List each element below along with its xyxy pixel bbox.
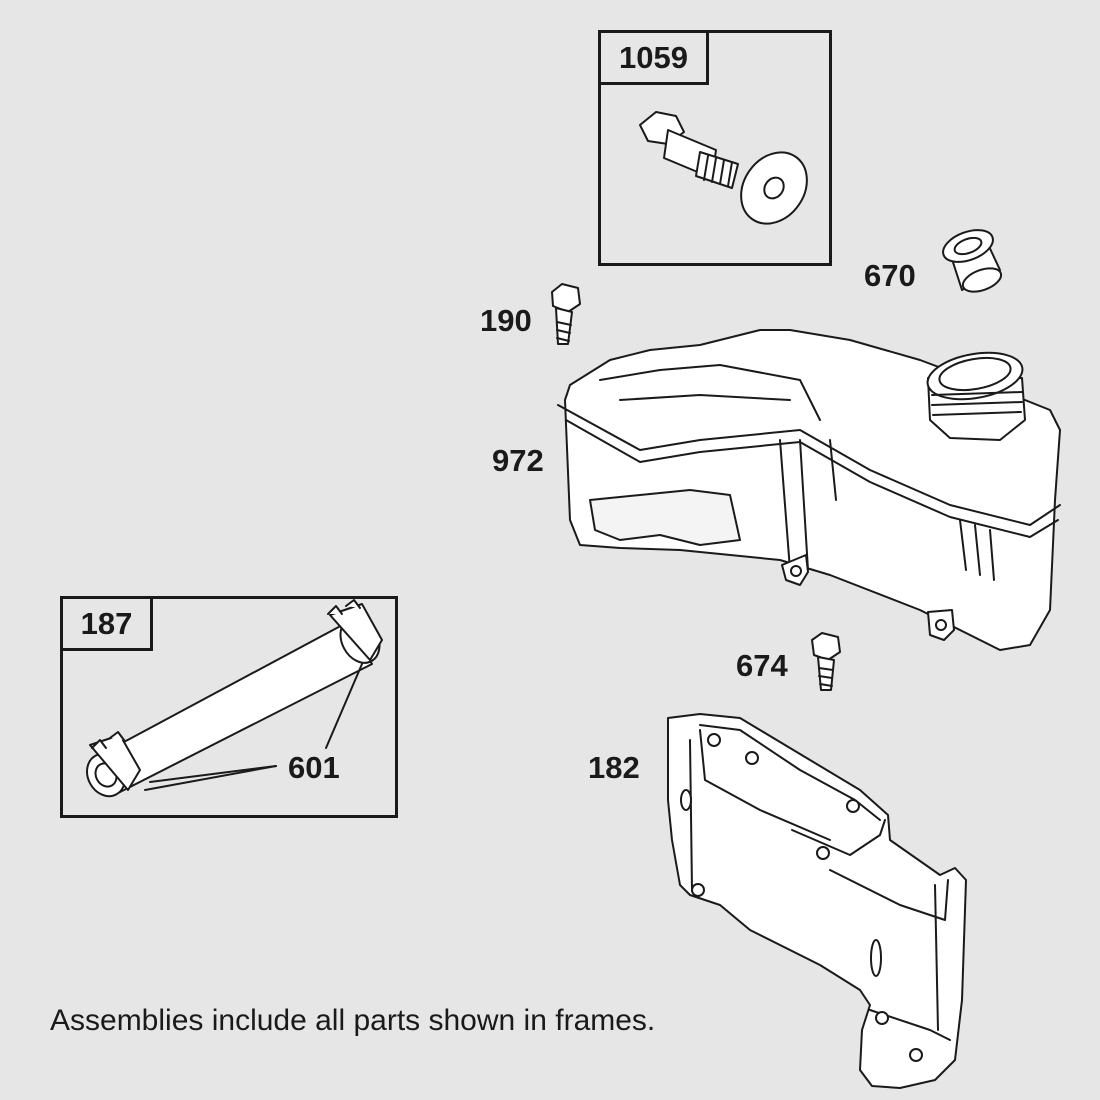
bolt-674 bbox=[811, 632, 841, 691]
washer-1059 bbox=[740, 151, 808, 225]
bolt-190 bbox=[551, 283, 581, 345]
part-label-601: 601 bbox=[288, 750, 340, 785]
assembly-frame-1059: 1059 bbox=[598, 30, 832, 266]
shoulder-bolt-1059 bbox=[639, 111, 739, 189]
hose-clamp-601-right bbox=[327, 599, 383, 661]
part-label-182: 182 bbox=[588, 750, 640, 785]
part-label-190: 190 bbox=[480, 303, 532, 338]
bushing-670 bbox=[942, 229, 1003, 293]
fuel-tank-972 bbox=[557, 329, 1061, 651]
bracket-182 bbox=[667, 713, 967, 1089]
part-label-670: 670 bbox=[864, 258, 916, 293]
hose-clamp-601-left bbox=[89, 731, 141, 791]
frame-tag-187: 187 bbox=[63, 599, 153, 651]
leader-lines-601 bbox=[144, 663, 363, 791]
assembly-frame-187: 187 bbox=[60, 596, 398, 818]
part-label-972: 972 bbox=[492, 443, 544, 478]
frame-tag-1059: 1059 bbox=[601, 33, 709, 85]
part-label-674: 674 bbox=[736, 648, 788, 683]
assemblies-note: Assemblies include all parts shown in fr… bbox=[50, 1004, 656, 1037]
